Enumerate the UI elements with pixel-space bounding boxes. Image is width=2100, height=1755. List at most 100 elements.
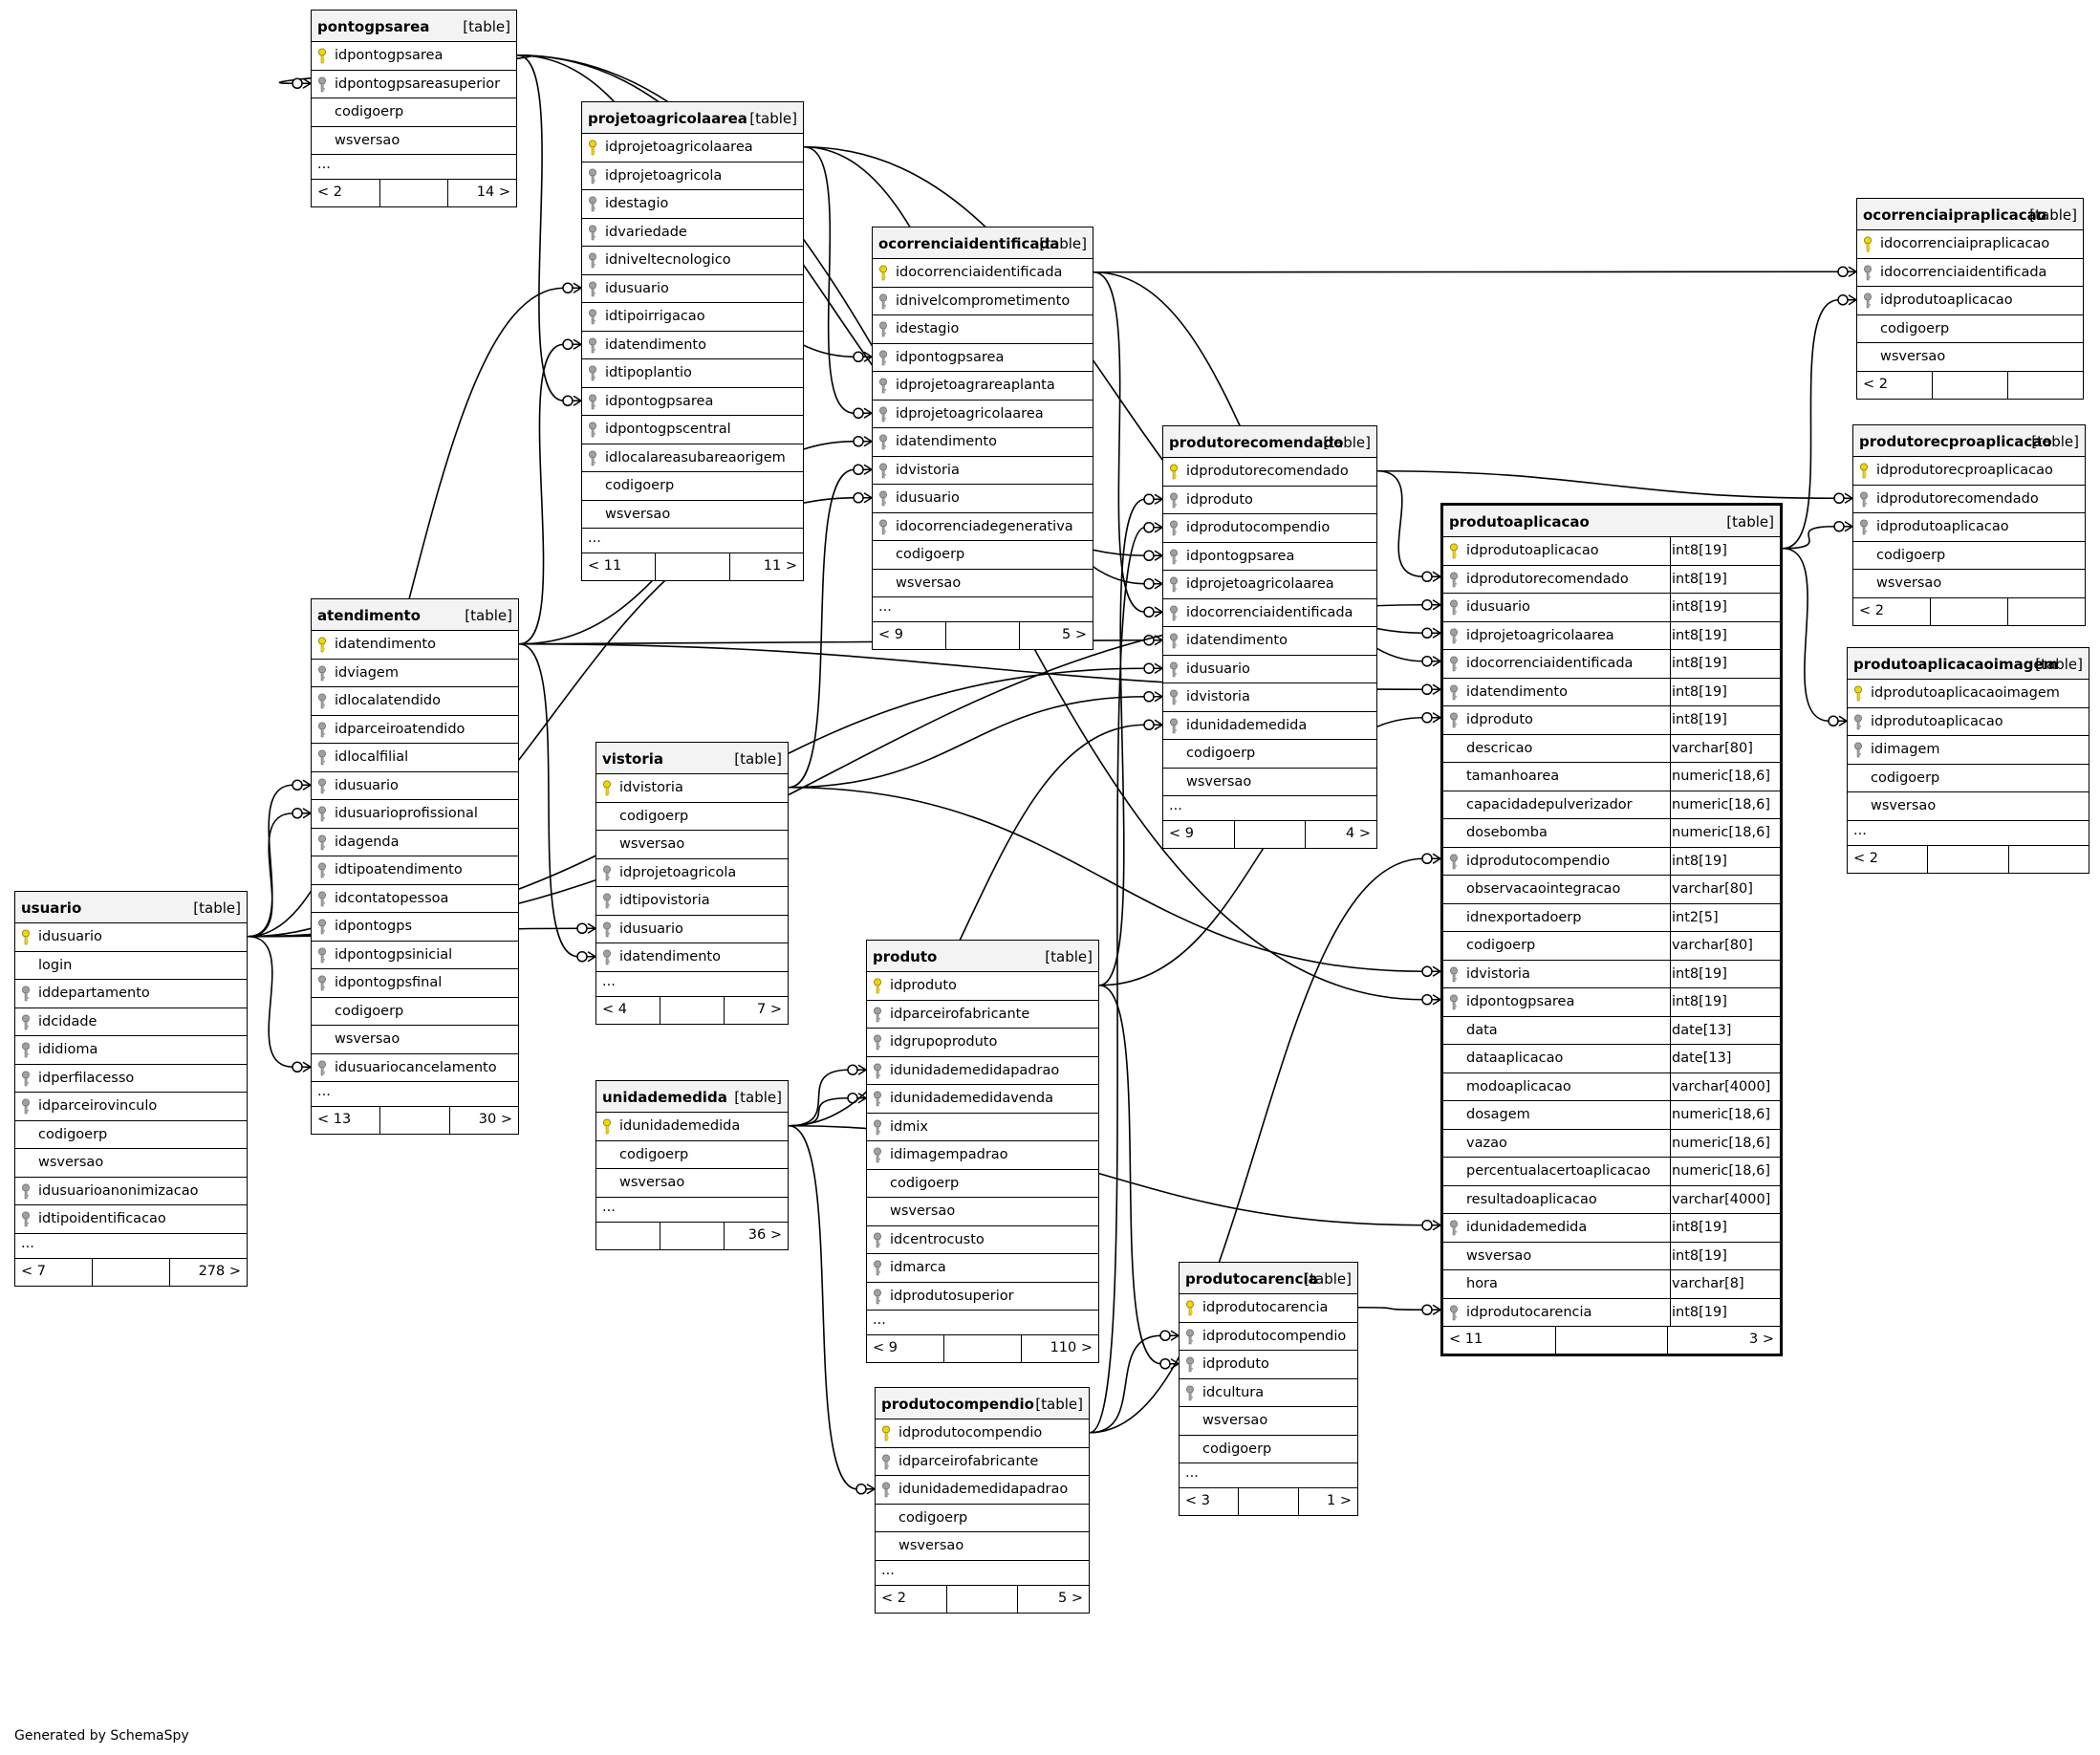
column-row[interactable]: idpontogpsarea: [582, 388, 803, 416]
column-row[interactable]: idunidademedida: [596, 1113, 788, 1141]
column-row[interactable]: idagenda: [312, 829, 518, 856]
column-row[interactable]: idlocalareasubareaorigem: [582, 444, 803, 472]
column-row[interactable]: idusuario: [596, 916, 788, 943]
column-row[interactable]: idvistoria: [596, 774, 788, 803]
column-row[interactable]: idtipoirrigacao: [582, 303, 803, 332]
column-row[interactable]: idpontogpsareasuperior: [312, 71, 516, 98]
column-row[interactable]: idunidademedidavenda: [867, 1085, 1098, 1114]
child-count[interactable]: 14 >: [476, 184, 511, 200]
column-row[interactable]: idprojetoagricola: [582, 162, 803, 190]
column-row[interactable]: idestagio: [873, 315, 1093, 344]
column-row[interactable]: idprodutoaplicacaoimagem: [1848, 680, 2089, 708]
column-row[interactable]: idperfilacesso: [15, 1065, 247, 1093]
child-count[interactable]: 1 >: [1327, 1493, 1352, 1508]
parent-count[interactable]: < 11: [1443, 1327, 1556, 1354]
column-row[interactable]: idprodutosuperior: [867, 1283, 1098, 1311]
column-row[interactable]: idprodutorecomendado: [1163, 458, 1376, 487]
table-ocorrenciaidentificada[interactable]: ocorrenciaidentificada[table]idocorrenci…: [872, 227, 1093, 650]
column-row[interactable]: codigoerp: [1180, 1436, 1357, 1463]
column-row[interactable]: idunidademedidapadrao: [867, 1057, 1098, 1085]
parent-count[interactable]: < 11: [582, 553, 657, 580]
child-count[interactable]: 278 >: [198, 1263, 241, 1279]
table-header[interactable]: produtocarencia[table]: [1180, 1263, 1357, 1294]
column-row[interactable]: idusuarioanonimizacao: [15, 1178, 247, 1205]
column-row[interactable]: idprodutocompendio: [876, 1419, 1089, 1448]
column-row[interactable]: idimagempadrao: [867, 1141, 1098, 1170]
child-count[interactable]: [2008, 372, 2083, 399]
column-row[interactable]: wsversao: [1163, 769, 1376, 796]
column-row[interactable]: codigoerp: [312, 98, 516, 127]
column-row[interactable]: idusuario: [312, 772, 518, 800]
column-row[interactable]: idparceiroatendido: [312, 716, 518, 744]
column-row[interactable]: idocorrenciaidentificada: [873, 259, 1093, 288]
column-row[interactable]: idatendimento: [1163, 627, 1376, 656]
column-row[interactable]: idpontogpsfinal: [312, 969, 518, 998]
column-row[interactable]: idpontogpscentral: [582, 416, 803, 444]
column-row[interactable]: idprodutocompendio: [1180, 1323, 1357, 1351]
column-row[interactable]: codigoerp: [1163, 740, 1376, 769]
column-row[interactable]: codigoerp: [1848, 765, 2089, 792]
child-count[interactable]: 36 >: [747, 1226, 782, 1243]
parent-count[interactable]: < 9: [1163, 821, 1235, 848]
parent-count[interactable]: < 4: [596, 996, 660, 1024]
column-row[interactable]: codigoerp: [582, 472, 803, 501]
column-row[interactable]: idgrupoproduto: [867, 1029, 1098, 1057]
column-row[interactable]: idusuario: [873, 485, 1093, 513]
column-row[interactable]: idusuario: [15, 923, 247, 952]
column-row[interactable]: idusuario: [1163, 656, 1376, 683]
column-row[interactable]: idvistoria: [873, 457, 1093, 485]
table-header[interactable]: pontogpsarea[table]: [312, 11, 516, 42]
column-row[interactable]: idproduto: [1180, 1351, 1357, 1379]
table-header[interactable]: produtocompendio[table]: [876, 1388, 1089, 1419]
column-row[interactable]: codigoerp: [596, 803, 788, 831]
child-count[interactable]: 5 >: [1058, 1590, 1084, 1606]
column-row[interactable]: idproduto: [867, 972, 1098, 1001]
column-row[interactable]: idvariedade: [582, 219, 803, 247]
parent-count[interactable]: < 2: [312, 180, 380, 206]
table-header[interactable]: unidademedida[table]: [596, 1081, 788, 1113]
column-row[interactable]: idprodutocarencia: [1180, 1294, 1357, 1323]
child-count[interactable]: 5 >: [1062, 627, 1087, 642]
column-row[interactable]: idproduto: [1163, 487, 1376, 514]
parent-count[interactable]: < 7: [15, 1258, 93, 1286]
column-row[interactable]: idmarca: [867, 1254, 1098, 1283]
table-produtorecproaplicacao[interactable]: produtorecproaplicacao[table]idprodutore…: [1852, 424, 2086, 626]
table-header[interactable]: projetoagricolaarea[table]: [582, 102, 803, 134]
parent-count[interactable]: < 9: [873, 622, 946, 649]
table-produtorecomendado[interactable]: produtorecomendado[table]idprodutorecome…: [1162, 425, 1377, 849]
column-row[interactable]: idusuario: [582, 275, 803, 303]
column-row[interactable]: idunidademedidapadrao: [876, 1476, 1089, 1505]
column-row[interactable]: idlocalatendido: [312, 687, 518, 716]
column-row[interactable]: idprodutorecproaplicacao: [1853, 457, 2085, 486]
table-header[interactable]: usuario[table]: [15, 892, 247, 923]
column-row[interactable]: wsversao: [1848, 792, 2089, 821]
child-count[interactable]: 11 >: [763, 558, 797, 574]
column-row[interactable]: idparceirofabricante: [867, 1001, 1098, 1029]
column-row[interactable]: idprodutoaplicacao: [1848, 708, 2089, 736]
table-projetoagricolaarea[interactable]: projetoagricolaarea[table] idprojetoagric…: [581, 101, 804, 581]
column-row[interactable]: codigoerp: [15, 1121, 247, 1149]
column-row[interactable]: wsversao: [312, 127, 516, 155]
column-row[interactable]: wsversao: [1853, 570, 2085, 598]
table-header[interactable]: vistoria[table]: [596, 743, 788, 774]
column-row[interactable]: codigoerp: [1853, 542, 2085, 570]
column-row[interactable]: idcontatopessoa: [312, 885, 518, 913]
column-row[interactable]: idestagio: [582, 190, 803, 219]
